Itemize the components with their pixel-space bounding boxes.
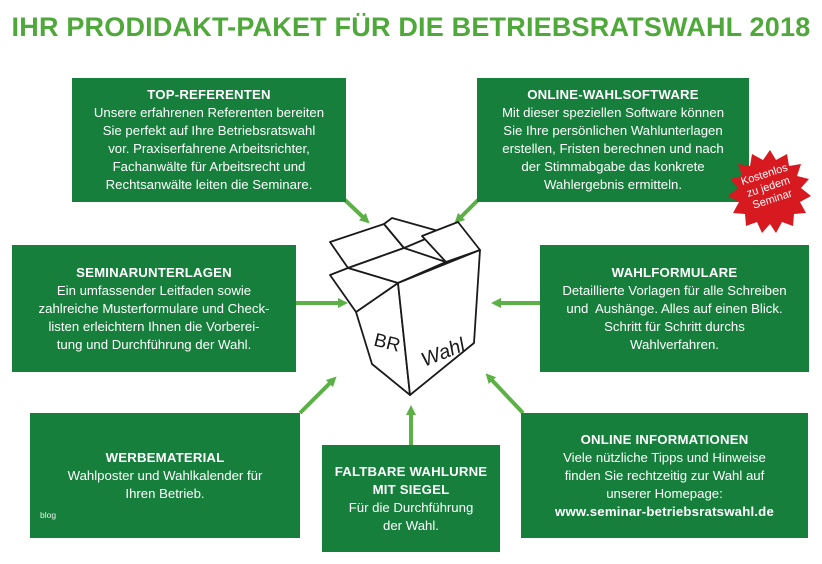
wahlformulare-line: und Aushänge. Alles auf einen Blick.	[566, 300, 783, 316]
online-informationen-heading: ONLINE INFORMATIONEN	[580, 431, 749, 447]
top-referenten-line: Rechtsanwälte leiten die Seminare.	[105, 177, 313, 192]
werbematerial-line: Wahlposter und Wahlkalender für	[67, 467, 263, 483]
online-wahlsoftware-heading: ONLINE-WAHLSOFTWARE	[527, 87, 699, 102]
werbematerial-heading: WERBEMATERIAL	[105, 449, 225, 465]
wahlformulare-line: Detaillierte Vorlagen für alle Schreiben	[562, 282, 787, 298]
top-referenten-line: Sie perfekt auf Ihre Betriebsratswahl	[102, 123, 316, 138]
online-wahlsoftware-line: der Stimmabgabe das konkrete	[521, 159, 705, 174]
arrow-bottom-left	[298, 376, 337, 415]
page-title: IHR PRODIDAKT-PAKET FÜR DIE BETRIEBSRATS…	[11, 12, 811, 42]
seminarunterlagen-line: listen erleichtern Ihnen die Vorberei-	[48, 318, 260, 334]
faltbare-wahlurne-heading: FALTBARE WAHLURNE	[334, 463, 488, 479]
wahlformulare-line: Schritt für Schritt durchs	[604, 318, 745, 334]
online-informationen-line: unserer Homepage:	[606, 485, 723, 501]
seminarunterlagen-line: zahlreiche Musterformulare und Check-	[38, 300, 270, 316]
seminarunterlagen-heading: SEMINARUNTERLAGEN	[76, 264, 232, 280]
arrow-top-left	[343, 198, 370, 224]
top-referenten-heading: TOP-REFERENTEN	[147, 87, 271, 102]
online-wahlsoftware-line: Mit dieser speziellen Software können	[501, 105, 725, 120]
ballot-box-icon	[329, 217, 481, 396]
top-referenten-box: TOP-REFERENTEN Unsere erfahrenen Referen…	[72, 78, 346, 202]
online-informationen-line: finden Sie rechtzeitig zur Wahl auf	[564, 467, 765, 483]
faltbare-wahlurne-line: Für die Durchführung	[348, 499, 474, 515]
wahlformulare-heading: WAHLFORMULARE	[611, 264, 738, 280]
kostenlos-badge: Kostenlos zu jedem Seminar	[728, 150, 812, 234]
faltbare-wahlurne-heading: MIT SIEGEL	[372, 481, 450, 497]
top-referenten-line: Unsere erfahrenen Referenten bereiten	[93, 105, 325, 120]
werbematerial-box: WERBEMATERIAL Wahlposter und Wahlkalende…	[30, 413, 300, 538]
wahlformulare-line: Wahlverfahren.	[630, 336, 719, 352]
online-wahlsoftware-line: Wahlergebnis ermitteln.	[543, 177, 683, 192]
top-referenten-line: Fachanwälte für Arbeitsrecht und	[112, 159, 306, 174]
arrow-bottom-right	[485, 373, 525, 415]
seminarunterlagen-line: Ein umfassender Leitfaden sowie	[56, 282, 252, 298]
faltbare-wahlurne-box: FALTBARE WAHLURNE MIT SIEGEL Für die Dur…	[322, 445, 500, 552]
online-informationen-line: Viele nützliche Tipps und Hinweise	[563, 449, 766, 465]
faltbare-wahlurne-line: der Wahl.	[383, 517, 439, 533]
arrow-top-right	[454, 198, 480, 224]
top-referenten-line: vor. Praxiserfahrene Arbeitsrichter,	[108, 141, 310, 156]
werbematerial-line: Ihren Betrieb.	[125, 485, 205, 501]
online-wahlsoftware-box: ONLINE-WAHLSOFTWARE Mit dieser spezielle…	[477, 78, 749, 202]
homepage-link[interactable]: www.seminar-betriebsratswahl.de	[555, 503, 774, 519]
online-wahlsoftware-line: erstellen, Fristen berechnen und nach	[502, 141, 724, 156]
arrows	[296, 198, 540, 445]
seminarunterlagen-box: SEMINARUNTERLAGEN Ein umfassender Leitfa…	[12, 245, 296, 372]
online-wahlsoftware-line: Sie Ihre persönlichen Wahlunterlagen	[503, 123, 723, 138]
blog-tag: blog	[40, 510, 57, 520]
seminarunterlagen-line: tung und Durchführung der Wahl.	[56, 336, 252, 352]
starburst-badge-icon	[728, 150, 811, 233]
online-informationen-box: ONLINE INFORMATIONEN Viele nützliche Tip…	[521, 413, 808, 538]
wahlformulare-box: WAHLFORMULARE Detaillierte Vorlagen für …	[540, 245, 809, 372]
